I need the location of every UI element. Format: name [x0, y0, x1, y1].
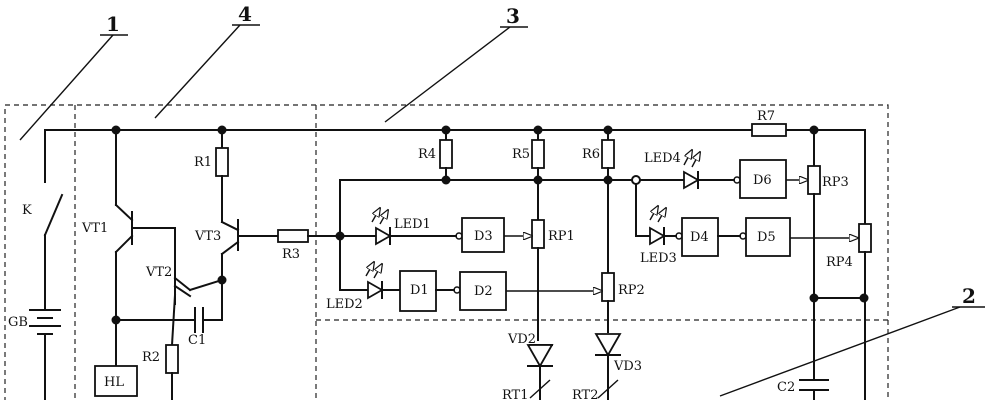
switch-k: [43, 193, 64, 237]
capacitor-c2-label: C2: [777, 380, 795, 395]
resistor-r6: [601, 139, 615, 169]
potentiometer-rp1: [531, 219, 545, 249]
section-number-2: 2: [962, 284, 976, 308]
thermistor-rt2: [597, 379, 619, 399]
potentiometer-rp1-label: RP1: [548, 229, 575, 244]
block-d3: [461, 217, 505, 253]
sensor-section: VD2 RT1 VD3 RT2: [502, 332, 642, 400]
vt1-label: VT1: [81, 221, 108, 236]
resistor-r2: [165, 344, 179, 374]
potentiometer-rp2: [601, 272, 615, 302]
thermistor-rt2-label: RT2: [572, 388, 599, 400]
block-d4-label: D4: [690, 230, 709, 245]
battery-gb-label: GB: [8, 315, 28, 330]
indicator-hl-label: HL: [104, 375, 124, 390]
potentiometer-rp2-label: RP2: [618, 283, 645, 298]
thermistor-rt1: [529, 379, 551, 399]
potentiometer-rp3-label: RP3: [822, 175, 849, 190]
resistor-r4: [439, 139, 453, 169]
outer-dashed-frame: [4, 104, 889, 400]
vt3-label: VT3: [194, 229, 221, 244]
led3-diode: [649, 226, 666, 246]
block-d3-label: D3: [474, 229, 493, 244]
diode-vd2-label: VD2: [507, 332, 536, 347]
block-d6-label: D6: [753, 173, 772, 188]
resistor-r3: [277, 229, 309, 243]
resistor-r5-label: R5: [512, 147, 530, 162]
led1-label: LED1: [394, 217, 431, 232]
resistor-r1: [215, 147, 229, 177]
block-d2-label: D2: [474, 284, 493, 299]
resistor-r5: [531, 139, 545, 169]
logic-section: R4 R5 RP1 R6 RP2 LED1 D3: [326, 109, 872, 400]
diode-vd2: [526, 344, 554, 368]
potentiometer-rp3: [807, 165, 821, 195]
resistor-r7-label: R7: [757, 109, 775, 124]
resistor-r6-label: R6: [582, 147, 600, 162]
vt2-label: VT2: [145, 265, 172, 280]
resistor-r4-label: R4: [418, 147, 436, 162]
resistor-r7: [751, 123, 787, 137]
led2-diode: [367, 280, 384, 300]
led4-label: LED4: [644, 151, 681, 166]
switch-k-label: K: [22, 203, 32, 218]
capacitor-c1-label: C1: [188, 333, 206, 348]
transistor-section: VT1 C1 HL VT2 R2 R1 VT3: [81, 125, 346, 400]
potentiometer-rp4: [858, 223, 872, 253]
block-d5: [745, 217, 791, 257]
section-number-1: 1: [106, 12, 120, 36]
thermistor-rt1-label: RT1: [502, 388, 529, 400]
potentiometer-rp4-label: RP4: [826, 255, 853, 270]
block-d1-label: D1: [410, 283, 429, 298]
resistor-r1-label: R1: [194, 155, 212, 170]
led1-diode: [375, 226, 392, 246]
diode-vd3: [594, 333, 622, 357]
block-d4: [681, 217, 719, 257]
section-callouts: 1 4 3 2: [19, 2, 985, 397]
led2-label: LED2: [326, 297, 363, 312]
power-section: K GB: [8, 129, 866, 400]
diode-vd3-label: VD3: [613, 359, 642, 374]
block-d1: [399, 270, 437, 312]
section-number-4: 4: [238, 2, 252, 26]
block-d5-label: D5: [757, 230, 776, 245]
resistor-r2-label: R2: [142, 350, 160, 365]
block-d2: [459, 271, 507, 311]
block-d6: [739, 159, 787, 199]
resistor-r3-label: R3: [282, 247, 300, 262]
led4-diode: [683, 170, 700, 190]
led3-label: LED3: [640, 251, 677, 266]
indicator-hl: [94, 365, 138, 397]
section-boundaries: [4, 104, 889, 400]
section-number-3: 3: [506, 4, 520, 28]
